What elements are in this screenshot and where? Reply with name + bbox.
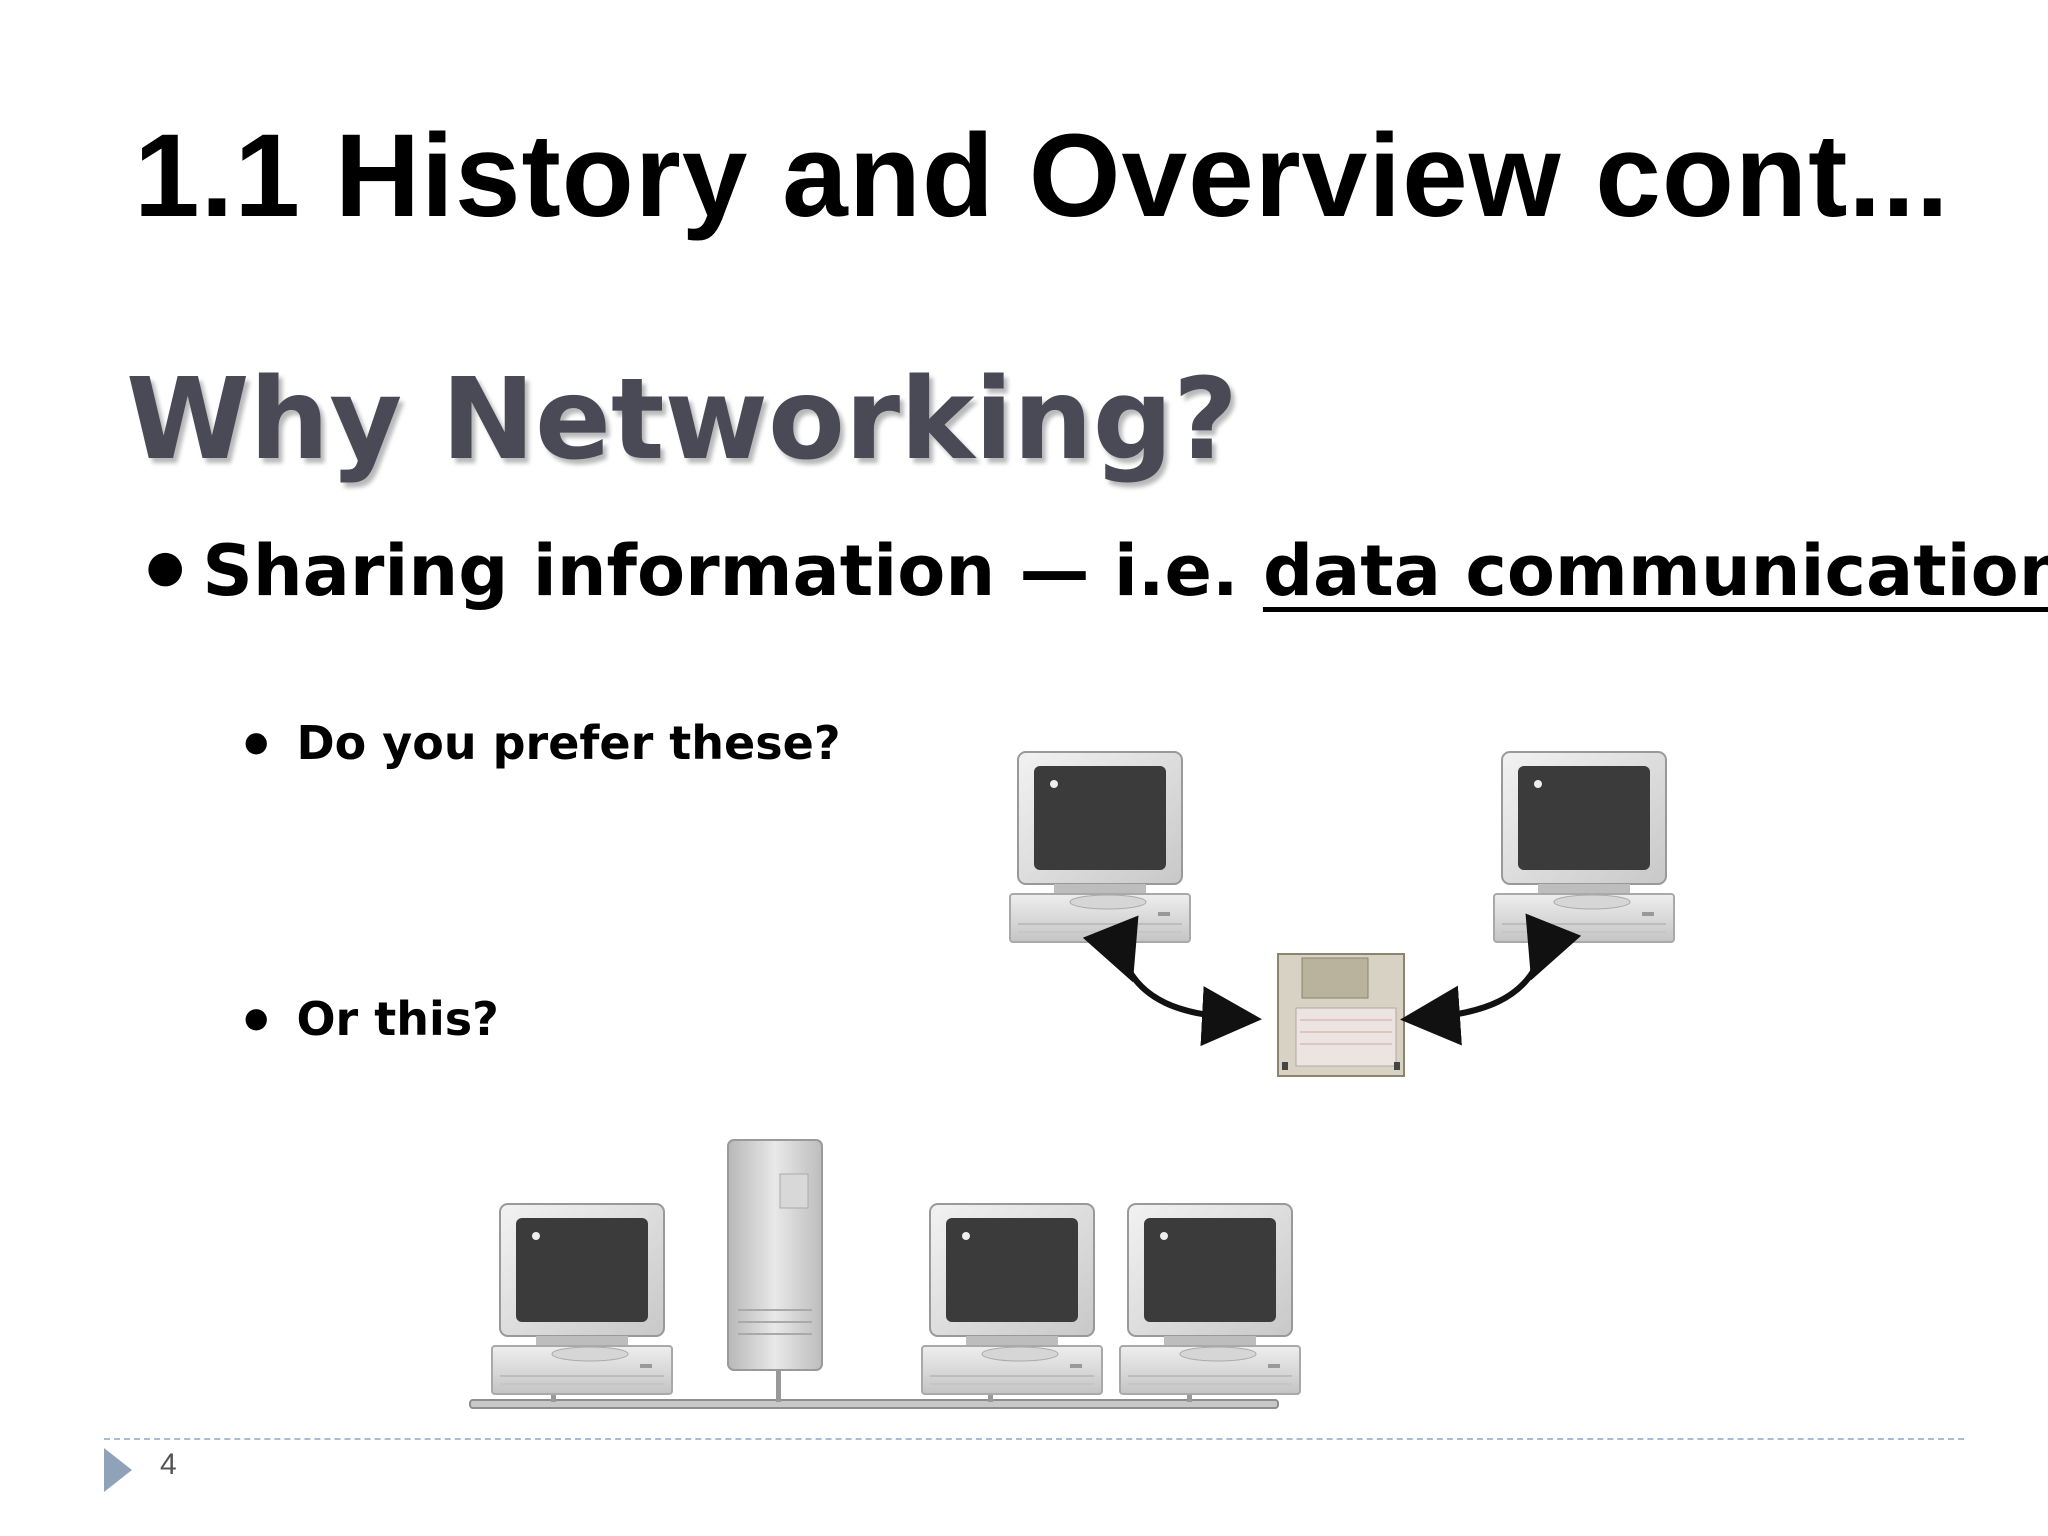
network-bus bbox=[469, 1370, 1279, 1409]
sub-bullet-2: ● Or this? bbox=[244, 992, 499, 1046]
tower-server-icon bbox=[727, 1139, 823, 1371]
desktop-computer-icon bbox=[1493, 751, 1675, 943]
desktop-computer-icon bbox=[1009, 751, 1191, 943]
slide-title: 1.1 History and Overview cont... bbox=[134, 110, 1950, 242]
floppy-disk-icon bbox=[1277, 953, 1405, 1077]
curved-double-arrow-icon bbox=[1400, 913, 1582, 1046]
sub-bullet-2-text: Or this? bbox=[296, 992, 499, 1046]
page-number: 4 bbox=[160, 1448, 177, 1481]
main-bullet-emphasis: data communication bbox=[1262, 530, 2048, 612]
desktop-computer-icon bbox=[1119, 1203, 1301, 1395]
slide-subtitle: Why Networking? bbox=[126, 355, 1238, 485]
sub-bullet-1-text: Do you prefer these? bbox=[296, 716, 841, 770]
bullet-dot-icon: ● bbox=[146, 541, 185, 592]
desktop-computer-icon bbox=[491, 1203, 673, 1395]
bullet-dot-icon: ● bbox=[244, 725, 269, 758]
bullet-dot-icon: ● bbox=[244, 1001, 269, 1034]
play-triangle-icon bbox=[104, 1448, 132, 1492]
desktop-computer-icon bbox=[921, 1203, 1103, 1395]
main-bullet-text: Sharing information — i.e. bbox=[202, 530, 1263, 612]
curved-double-arrow-icon bbox=[1082, 915, 1262, 1047]
sub-bullet-1: ● Do you prefer these? bbox=[244, 716, 841, 770]
footer-divider bbox=[104, 1438, 1964, 1440]
main-bullet: ● Sharing information — i.e. data communi… bbox=[146, 530, 2048, 612]
